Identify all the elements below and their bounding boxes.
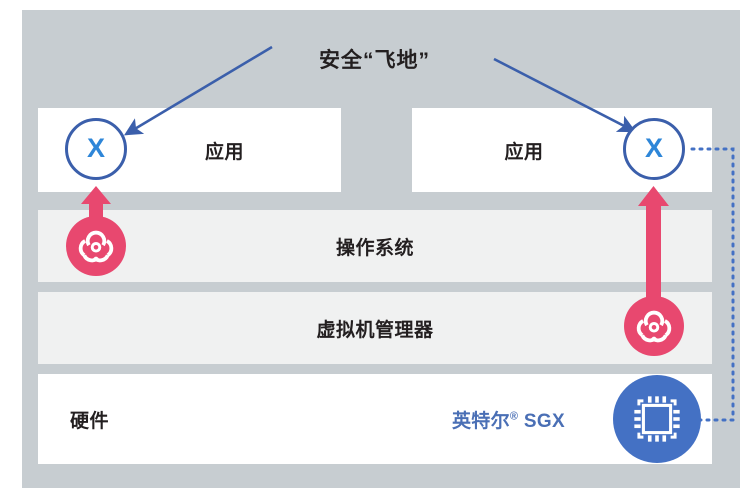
sgx-product-name: SGX xyxy=(523,411,565,432)
sgx-brand-label: 英特尔® SGX xyxy=(452,406,565,433)
enclave-glyph-left: X xyxy=(86,132,105,163)
layer-label-hardware: 硬件 xyxy=(70,410,110,432)
biohazard-icon xyxy=(636,310,672,343)
layer-operating-system: 操作系统 xyxy=(38,210,712,282)
registered-mark: ® xyxy=(509,410,519,423)
page-title: 安全“飞地” xyxy=(319,49,430,72)
layer-hypervisor: 虚拟机管理器 xyxy=(38,292,712,364)
cpu-chip-icon xyxy=(634,396,680,442)
enclave-glyph-right: X xyxy=(644,132,663,163)
layer-hardware: 硬件 xyxy=(38,374,712,464)
layer-label-application-right: 应用 xyxy=(504,141,544,163)
threat-badge-hypervisor xyxy=(624,296,684,356)
enclave-marker-left[interactable]: X xyxy=(65,118,127,180)
biohazard-icon xyxy=(78,230,114,263)
sgx-chip-badge[interactable] xyxy=(613,375,701,463)
threat-badge-os xyxy=(66,216,126,276)
layer-label-hypervisor: 虚拟机管理器 xyxy=(316,319,434,341)
enclave-marker-right[interactable]: X xyxy=(623,118,685,180)
layer-label-operating-system: 操作系统 xyxy=(335,237,414,259)
layer-label-application-left: 应用 xyxy=(204,141,244,163)
sgx-brand-name: 英特尔 xyxy=(452,411,510,432)
